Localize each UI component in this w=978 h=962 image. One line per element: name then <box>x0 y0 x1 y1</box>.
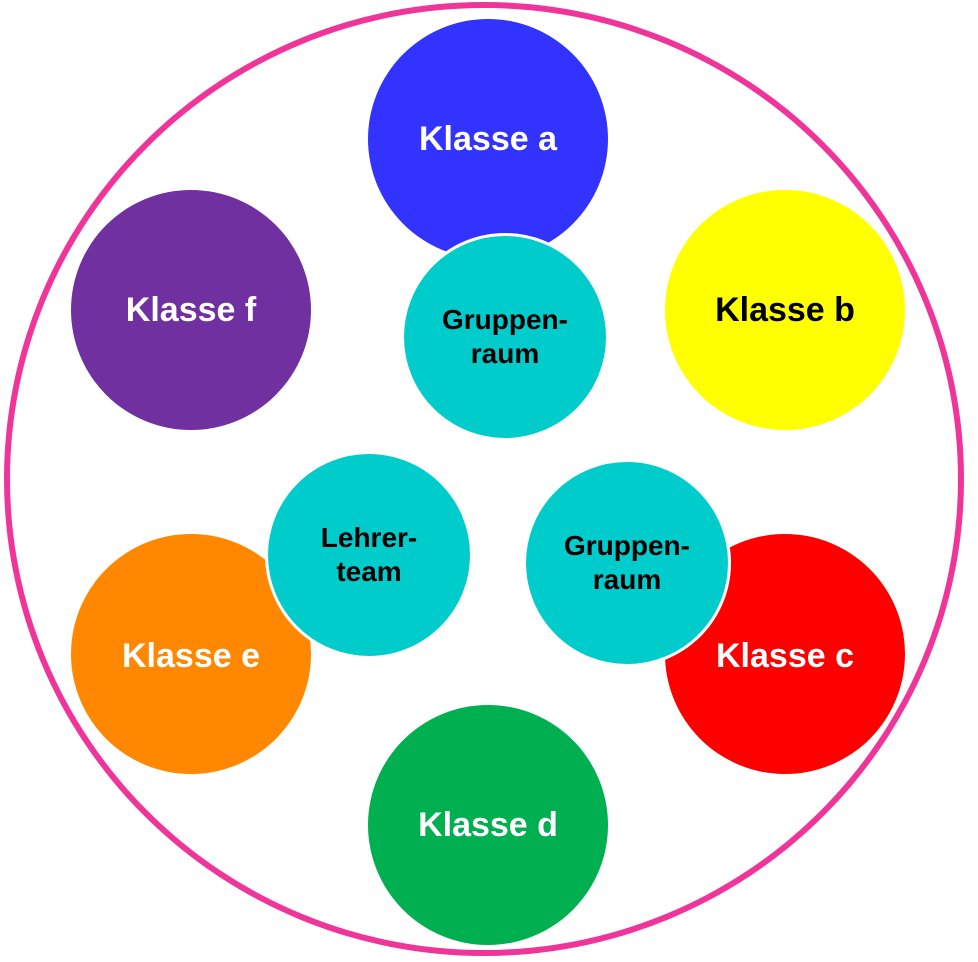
label-line-1: Lehrer- <box>320 522 418 554</box>
label-line-2: raum <box>592 564 662 595</box>
circle-gruppenraum-right: Gruppen- raum <box>523 459 731 667</box>
circle-lehrerteam: Lehrer- team <box>265 451 473 659</box>
label-line-2: team <box>336 556 402 587</box>
label-line-1: Gruppen- <box>442 304 568 336</box>
circle-klasse-b: Klasse b <box>665 190 905 430</box>
circle-klasse-a: Klasse a <box>368 19 608 259</box>
label-gruppenraum-top: Gruppen- raum <box>442 303 568 370</box>
circle-klasse-d: Klasse d <box>368 705 608 945</box>
label-lehrerteam: Lehrer- team <box>321 521 417 588</box>
label-klasse-b: Klasse b <box>715 290 855 329</box>
label-klasse-d: Klasse d <box>418 805 558 844</box>
outer-ring <box>4 2 964 956</box>
label-klasse-c: Klasse c <box>716 636 854 675</box>
label-gruppenraum-right: Gruppen- raum <box>564 529 690 596</box>
label-klasse-e: Klasse e <box>122 636 260 675</box>
label-klasse-a: Klasse a <box>419 119 557 158</box>
label-klasse-f: Klasse f <box>125 290 257 329</box>
circle-klasse-c: Klasse c <box>665 534 905 774</box>
label-line-2: raum <box>470 338 540 369</box>
label-line-1: Gruppen- <box>564 530 690 562</box>
circle-klasse-f: Klasse f <box>71 190 311 430</box>
circle-gruppenraum-top: Gruppen- raum <box>401 233 609 441</box>
